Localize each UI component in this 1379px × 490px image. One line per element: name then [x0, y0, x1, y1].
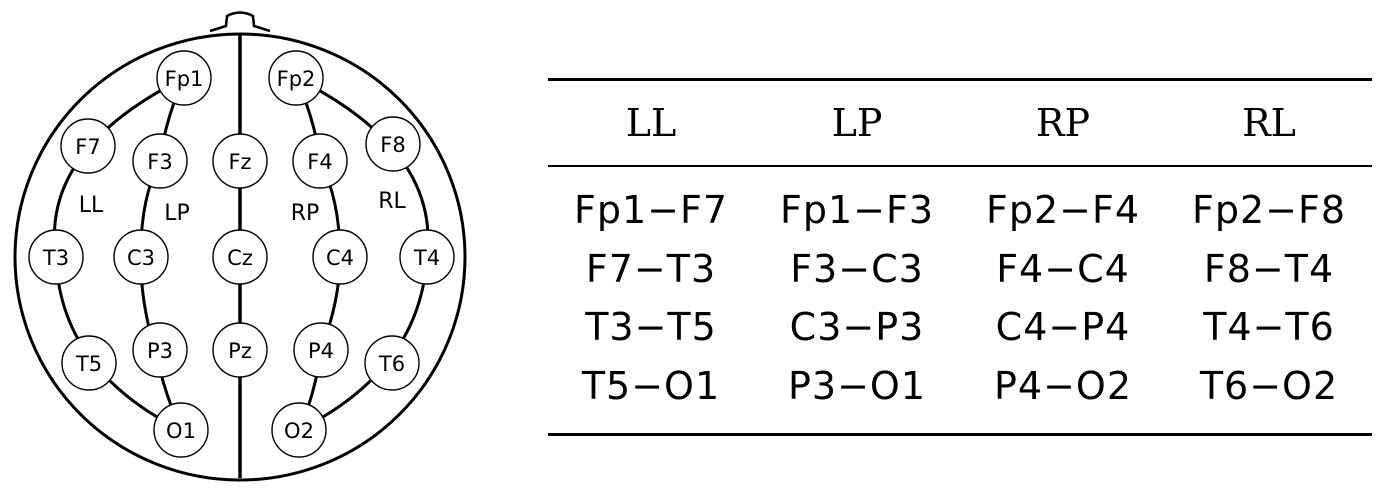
- table-cell: Fp2−F4: [985, 188, 1141, 233]
- table-cell: T5−O1: [581, 363, 721, 408]
- svg-text:P3: P3: [147, 339, 173, 363]
- svg-text:F4: F4: [307, 150, 332, 174]
- electrode-cz: Cz: [212, 229, 268, 285]
- electrode-fp1: Fp1: [156, 50, 212, 106]
- electrode-c4: C4: [312, 229, 368, 285]
- table-bottom-rule: [548, 433, 1372, 436]
- svg-text:Pz: Pz: [228, 339, 252, 363]
- table-cell: T3−T5: [585, 305, 717, 350]
- table-body: Fp1−F7 Fp1−F3 Fp2−F4 Fp2−F8 F7−T3 F3−C3 …: [548, 167, 1372, 433]
- table-row: T3−T5 C3−P3 C4−P4 T4−T6: [548, 298, 1372, 357]
- table-cell: P4−O2: [993, 363, 1133, 408]
- table-row: Fp1−F7 Fp1−F3 Fp2−F4 Fp2−F8: [548, 181, 1372, 240]
- svg-text:Fp1: Fp1: [165, 67, 204, 91]
- electrode-p4: P4: [293, 322, 349, 378]
- electrode-p3: P3: [132, 322, 188, 378]
- chain-label-rp: RP: [291, 201, 320, 226]
- svg-text:T3: T3: [42, 246, 69, 270]
- electrode-f8: F8: [365, 116, 421, 172]
- table-cell: C4−P4: [995, 305, 1131, 350]
- electrode-t3: T3: [28, 229, 84, 285]
- chain-label-ll: LL: [79, 193, 104, 218]
- table-cell: P3−O1: [787, 363, 927, 408]
- table-cell: F3−C3: [790, 246, 924, 291]
- column-header-lp: LP: [831, 101, 883, 145]
- svg-text:T5: T5: [75, 352, 102, 376]
- svg-text:O2: O2: [284, 419, 314, 443]
- electrode-fz: Fz: [212, 133, 268, 189]
- table-cell: Fp1−F3: [779, 188, 935, 233]
- svg-text:F8: F8: [380, 133, 405, 157]
- table-cell: T4−T6: [1203, 305, 1335, 350]
- table-top-rule: [548, 78, 1372, 81]
- svg-text:C3: C3: [127, 246, 155, 270]
- column-header-ll: LL: [625, 101, 677, 145]
- electrode-o2: O2: [271, 402, 327, 458]
- column-header-rl: RL: [1242, 101, 1296, 145]
- table-cell: C3−P3: [789, 305, 925, 350]
- table-cell: F8−T4: [1203, 246, 1335, 291]
- table-cell: T6−O2: [1199, 363, 1339, 408]
- svg-text:T6: T6: [378, 352, 405, 376]
- svg-text:O1: O1: [166, 419, 196, 443]
- eeg-head-diagram: Fp1 Fp2 F7 F3 Fz F4 F8 T3 C3 Cz C4 T4 T5…: [13, 11, 467, 482]
- svg-text:Fp2: Fp2: [277, 67, 316, 91]
- table-cell: Fp1−F7: [573, 188, 729, 233]
- nose-outline: [209, 11, 271, 33]
- column-header-rp: RP: [1035, 101, 1091, 145]
- chain-label-rl: RL: [378, 189, 406, 214]
- svg-text:T4: T4: [413, 246, 440, 270]
- electrode-fp2: Fp2: [268, 50, 324, 106]
- table-header-rule: [548, 165, 1372, 167]
- electrode-pz: Pz: [212, 322, 268, 378]
- montage-table: LL LP RP RL Fp1−F7 Fp1−F3 Fp2−F4 Fp2−F8 …: [548, 78, 1372, 436]
- electrode-o1: O1: [153, 402, 209, 458]
- table-cell: F7−T3: [585, 246, 717, 291]
- electrode-f3: F3: [132, 133, 188, 189]
- electrode-t5: T5: [61, 335, 117, 391]
- table-header-row: LL LP RP RL: [548, 81, 1372, 165]
- electrode-t6: T6: [364, 335, 420, 391]
- svg-text:Cz: Cz: [227, 246, 253, 270]
- table-row: F7−T3 F3−C3 F4−C4 F8−T4: [548, 240, 1372, 299]
- table-cell: F4−C4: [996, 246, 1130, 291]
- chain-label-lp: LP: [164, 201, 190, 226]
- electrode-t4: T4: [399, 229, 455, 285]
- svg-text:F3: F3: [147, 150, 172, 174]
- electrode-f7: F7: [60, 118, 116, 174]
- electrode-f4: F4: [292, 133, 348, 189]
- svg-text:P4: P4: [308, 339, 334, 363]
- table-cell: Fp2−F8: [1191, 188, 1347, 233]
- electrode-c3: C3: [113, 229, 169, 285]
- svg-text:C4: C4: [326, 246, 354, 270]
- table-row: T5−O1 P3−O1 P4−O2 T6−O2: [548, 357, 1372, 416]
- svg-text:Fz: Fz: [228, 150, 251, 174]
- svg-text:F7: F7: [75, 135, 100, 159]
